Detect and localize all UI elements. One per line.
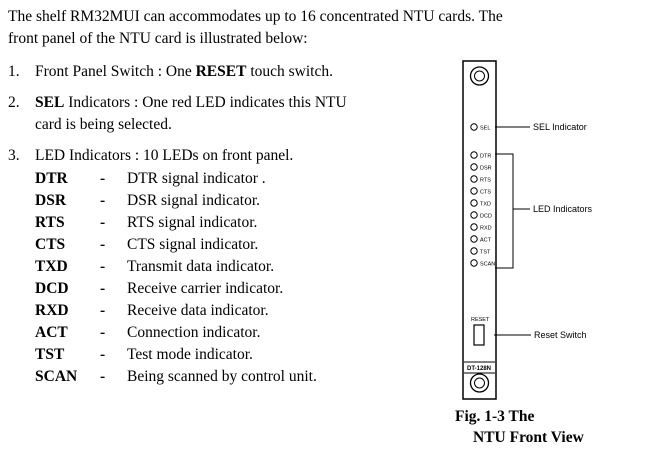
signal-desc: Receive data indicator.: [127, 302, 269, 319]
led-label: RXD: [480, 226, 492, 232]
item-1-bold: RESET: [195, 63, 247, 80]
signal-name: RTS: [35, 214, 65, 231]
bottom-screw-inner-icon: [474, 377, 485, 389]
led-icon: [470, 259, 478, 267]
item-2-bold: SEL: [35, 94, 65, 111]
signal-dash: -: [100, 236, 106, 253]
led-label: DSR: [480, 166, 492, 172]
figure-caption-line-2: NTU Front View: [473, 429, 584, 446]
signal-desc: Test mode indicator.: [127, 346, 253, 363]
figure-caption-line-1: Fig. 1-3 The: [455, 408, 535, 425]
signal-desc: Being scanned by control unit.: [127, 368, 317, 385]
signal-dash: -: [100, 324, 106, 341]
sel-led-label: SEL: [480, 126, 490, 132]
signal-desc: DTR signal indicator .: [127, 170, 266, 187]
signal-name: TXD: [35, 258, 68, 275]
led-label: CTS: [480, 190, 491, 196]
item-3-text: LED Indicators : 10 LEDs on front panel.: [35, 147, 294, 164]
led-icon: [470, 163, 478, 171]
signal-dash: -: [100, 214, 106, 231]
signal-desc: CTS signal indicator.: [127, 236, 259, 253]
led-icon: [470, 235, 478, 243]
signal-dash: -: [100, 280, 106, 297]
signal-dash: -: [100, 258, 106, 275]
item-1-prefix: Front Panel Switch : One: [35, 63, 196, 80]
led-label: DCD: [480, 214, 492, 220]
item-2-line-2: card is being selected.: [35, 116, 172, 133]
led-label: SCAN: [480, 262, 495, 268]
signal-name: CTS: [35, 236, 66, 253]
signal-name: RXD: [35, 302, 69, 319]
led-label: RTS: [480, 178, 491, 184]
reset-switch-icon: [473, 324, 485, 346]
item-1-number: 1.: [8, 63, 20, 80]
item-2-text: SEL Indicators : One red LED indicates t…: [35, 93, 347, 113]
led-icon: [470, 175, 478, 183]
signal-dash: -: [100, 346, 106, 363]
led-callout: LED Indicators: [533, 204, 593, 214]
led-label: TST: [480, 250, 491, 256]
led-column: DTR DSR RTS CTS TXD DCD RXD ACT TST SCAN: [470, 151, 495, 268]
item-1-text: Front Panel Switch : One RESET touch swi…: [35, 62, 333, 82]
signal-name: SCAN: [35, 368, 78, 385]
signal-name: DTR: [35, 170, 68, 187]
led-label: ACT: [480, 238, 492, 244]
led-label: TXD: [480, 202, 491, 208]
intro-line-2: front panel of the NTU card is illustrat…: [8, 30, 308, 47]
signal-dash: -: [100, 192, 106, 209]
led-icon: [470, 199, 478, 207]
signal-dash: -: [100, 368, 106, 385]
signal-dash: -: [100, 170, 106, 187]
signal-desc: Transmit data indicator.: [127, 258, 275, 275]
signal-name: DSR: [35, 192, 67, 209]
signal-name: ACT: [35, 324, 68, 341]
led-label: DTR: [480, 154, 491, 160]
item-2-number: 2.: [8, 94, 20, 111]
led-icon: [470, 247, 478, 255]
signal-dash: -: [100, 302, 106, 319]
item-3-number: 3.: [8, 147, 20, 164]
led-icon: [470, 211, 478, 219]
intro-line-1: The shelf RM32MUI can accommodates up to…: [8, 8, 503, 25]
led-icon: [470, 151, 478, 159]
model-label: DT-128N: [467, 366, 491, 372]
item-1-suffix: touch switch.: [246, 63, 333, 80]
signal-desc: Receive carrier indicator.: [127, 280, 284, 297]
item-2-suffix: Indicators : One red LED indicates this …: [64, 94, 347, 111]
reset-callout: Reset Switch: [534, 330, 587, 340]
sel-led-icon: [470, 123, 478, 131]
bottom-screw-icon: [469, 373, 490, 393]
reset-label: RESET: [471, 317, 490, 323]
signal-name: DCD: [35, 280, 69, 297]
top-screw-inner-icon: [474, 70, 485, 82]
signal-desc: DSR signal indicator.: [127, 192, 261, 209]
led-icon: [470, 187, 478, 195]
top-screw-icon: [469, 66, 490, 86]
signal-name: TST: [35, 346, 65, 363]
signal-desc: RTS signal indicator.: [127, 214, 258, 231]
led-bracket: [495, 153, 514, 269]
led-icon: [470, 223, 478, 231]
sel-callout: SEL Indicator: [533, 122, 587, 132]
signal-desc: Connection indicator.: [127, 324, 261, 341]
